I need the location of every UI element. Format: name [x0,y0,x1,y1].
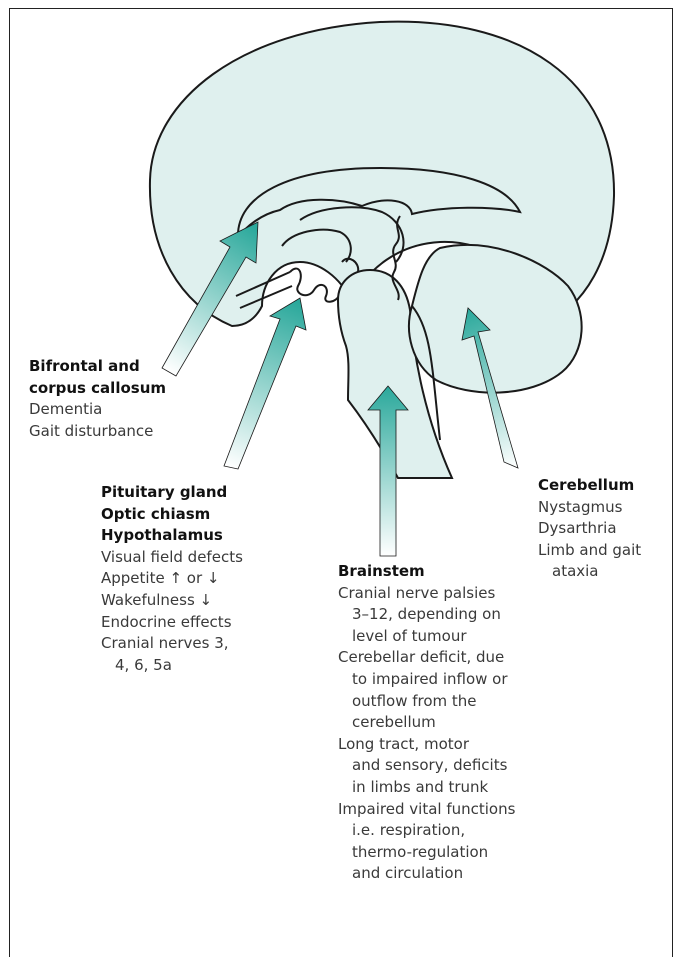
brainstem-symptom: outflow from the [338,691,515,713]
cerebellum-heading-line: Cerebellum [538,475,641,497]
bifrontal-heading-line: corpus callosum [29,378,166,400]
brainstem-symptom: Cranial nerve palsies [338,583,515,605]
brainstem-symptom: Long tract, motor [338,734,515,756]
brainstem-symptom: cerebellum [338,712,515,734]
brainstem-symptom: and sensory, deficits [338,755,515,777]
brainstem-symptom: thermo-regulation [338,842,515,864]
cerebellum-heading: Cerebellum [538,475,641,497]
brainstem-symptom: to impaired inflow or [338,669,515,691]
pituitary-symptoms: Visual field defects Appetite ↑ or ↓ Wak… [101,547,243,677]
cerebellum-symptom: ataxia [538,561,641,583]
bifrontal-heading: Bifrontal and corpus callosum [29,356,166,399]
cerebellum-symptom: Nystagmus [538,497,641,519]
bifrontal-symptom: Dementia [29,399,166,421]
cerebellum-symptom: Dysarthria [538,518,641,540]
bifrontal-heading-line: Bifrontal and [29,356,166,378]
bifrontal-symptom: Gait disturbance [29,421,166,443]
brainstem-symptom: and circulation [338,863,515,885]
cerebellum-symptoms: Nystagmus Dysarthria Limb and gait ataxi… [538,497,641,583]
brainstem-symptoms: Cranial nerve palsies 3–12, depending on… [338,583,515,885]
brainstem-symptom: Impaired vital functions [338,799,515,821]
brainstem-symptom: level of tumour [338,626,515,648]
brainstem-symptom: in limbs and trunk [338,777,515,799]
brainstem-symptom: i.e. respiration, [338,820,515,842]
cerebellum-symptom: Limb and gait [538,540,641,562]
pituitary-heading-line: Pituitary gland [101,482,243,504]
pituitary-symptom: Wakefulness ↓ [101,590,243,612]
label-pituitary: Pituitary gland Optic chiasm Hypothalamu… [101,482,243,676]
label-bifrontal: Bifrontal and corpus callosum Dementia G… [29,356,166,442]
pituitary-symptom: Appetite ↑ or ↓ [101,568,243,590]
pituitary-heading-line: Optic chiasm [101,504,243,526]
brainstem-symptom: Cerebellar deficit, due [338,647,515,669]
pituitary-symptom: Endocrine effects [101,612,243,634]
pituitary-heading-line: Hypothalamus [101,525,243,547]
brainstem-symptom: 3–12, depending on [338,604,515,626]
pituitary-symptom: Visual field defects [101,547,243,569]
brainstem-heading-line: Brainstem [338,561,515,583]
brainstem-heading: Brainstem [338,561,515,583]
pituitary-heading: Pituitary gland Optic chiasm Hypothalamu… [101,482,243,547]
pituitary-symptom: Cranial nerves 3, [101,633,243,655]
bifrontal-symptoms: Dementia Gait disturbance [29,399,166,442]
label-brainstem: Brainstem Cranial nerve palsies 3–12, de… [338,561,515,885]
label-cerebellum: Cerebellum Nystagmus Dysarthria Limb and… [538,475,641,583]
pituitary-symptom: 4, 6, 5a [101,655,243,677]
